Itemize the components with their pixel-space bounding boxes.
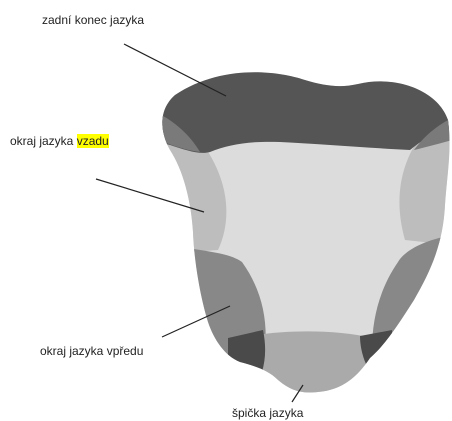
front-right-dark-wedge — [360, 330, 392, 372]
label-tip: špička jazyka — [232, 406, 303, 420]
leader-line-back-end — [124, 44, 226, 96]
label-edge-back: okraj jazyka vzadu — [10, 134, 109, 148]
label-edge-back-highlight: vzadu — [77, 134, 109, 148]
label-edge-back-text: okraj jazyka — [10, 134, 77, 148]
back-end-region — [150, 60, 452, 153]
label-back-end: zadní konec jazyka — [42, 13, 144, 27]
label-edge-front: okraj jazyka vpředu — [40, 344, 143, 358]
